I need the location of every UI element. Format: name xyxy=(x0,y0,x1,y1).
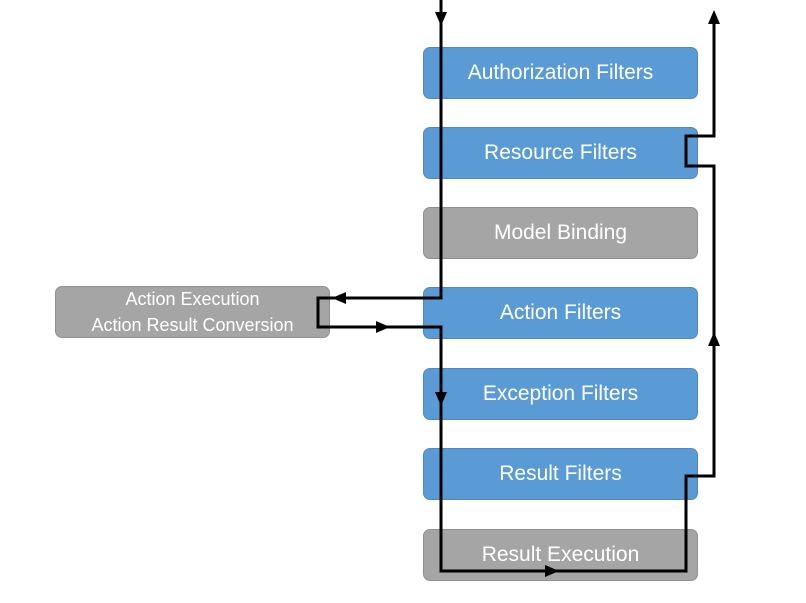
result-filters-label: Result Filters xyxy=(499,462,622,485)
action-filters-box: Action Filters xyxy=(423,287,698,339)
exception-filters-box: Exception Filters xyxy=(423,368,698,420)
authorization-filters-box: Authorization Filters xyxy=(423,47,698,99)
arrow-right-result-execution xyxy=(545,565,559,577)
model-binding-box: Model Binding xyxy=(423,207,698,259)
action-result-conversion-label: Action Result Conversion xyxy=(91,315,294,335)
arrow-left-to-action-execution xyxy=(332,292,346,304)
authorization-filters-label: Authorization Filters xyxy=(467,61,654,84)
action-filters-label: Action Filters xyxy=(499,301,622,324)
arrow-up-right-side xyxy=(708,332,720,346)
resource-filters-label: Resource Filters xyxy=(484,141,637,164)
inbound-flow-line xyxy=(316,0,716,573)
action-execution-box: Action Execution Action Result Conversio… xyxy=(55,286,330,338)
arrow-down-top xyxy=(435,12,447,26)
exception-filters-label: Exception Filters xyxy=(482,382,639,405)
arrow-right-from-action-execution xyxy=(376,321,390,333)
result-filters-box: Result Filters xyxy=(423,448,698,500)
result-execution-label: Result Execution xyxy=(481,543,640,566)
resource-filters-box: Resource Filters xyxy=(423,127,698,179)
arrow-down-exception xyxy=(435,392,447,406)
model-binding-label: Model Binding xyxy=(493,221,628,244)
arrow-up-exit xyxy=(708,10,720,24)
action-execution-label: Action Execution xyxy=(125,289,260,309)
